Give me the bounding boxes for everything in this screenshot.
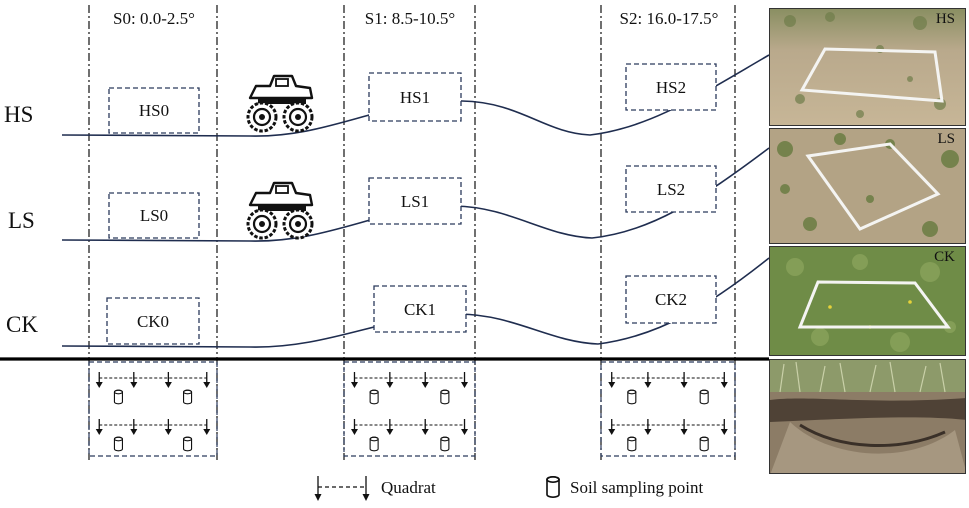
- quadrat-arrow-icon: [95, 371, 104, 389]
- soil-core-icon: [627, 436, 637, 452]
- soil-core-icon: [113, 436, 123, 452]
- quadrat-arrow-icon: [202, 418, 211, 436]
- plot-label-hs2: HS2: [656, 78, 686, 97]
- photo-hs-site: HS: [769, 8, 966, 126]
- plot-label-ck0: CK0: [137, 312, 169, 331]
- photo-hs-image: [770, 9, 965, 125]
- quadrat-arrow-icon: [314, 476, 370, 501]
- quadrat-arrow-icon: [350, 418, 359, 436]
- quadrat-arrow-icon: [643, 371, 653, 389]
- slope-label-s0: S0: 0.0-2.5°: [113, 9, 195, 28]
- treatment-label-ck: CK: [6, 312, 38, 337]
- sampling-layouts: [88, 361, 736, 457]
- quadrat-arrow-icon: [385, 418, 395, 436]
- legend-soil-label: Soil sampling point: [570, 478, 703, 497]
- plot-label-hs0: HS0: [139, 101, 169, 120]
- plot-label-ls2: LS2: [657, 180, 685, 199]
- soil-core-icon: [546, 475, 560, 499]
- sampling-box-s0: [88, 361, 218, 457]
- quadrat-arrow-icon: [460, 371, 469, 389]
- soil-core-icon: [699, 389, 709, 405]
- quadrat-arrow-icon: [679, 418, 689, 436]
- plot-label-hs1: HS1: [400, 88, 430, 107]
- quadrat-arrow-icon: [129, 418, 138, 436]
- photo-ls-image: [770, 129, 965, 243]
- quadrat-arrow-icon: [350, 371, 359, 389]
- legend-quadrat-label: Quadrat: [381, 478, 436, 497]
- plot-label-ls1: LS1: [401, 192, 429, 211]
- plot-ls2: [625, 165, 717, 213]
- quadrat-arrow-icon: [164, 371, 173, 389]
- quadrat-arrow-icon: [202, 371, 211, 389]
- slope-label-s1: S1: 8.5-10.5°: [365, 9, 455, 28]
- quadrat-arrow-icon: [129, 371, 138, 389]
- soil-core-icon: [699, 436, 709, 452]
- quadrat-arrow-icon: [679, 371, 689, 389]
- quadrat-arrow-icon: [607, 371, 616, 389]
- slope-label-s2: S2: 16.0-17.5°: [620, 9, 719, 28]
- soil-core-icon: [369, 436, 379, 452]
- plot-label-ls0: LS0: [140, 206, 168, 225]
- plots: [106, 63, 717, 345]
- quadrat-arrow-icon: [95, 418, 104, 436]
- photo-ck-site: CK: [769, 246, 966, 356]
- plot-ls1: [368, 177, 462, 225]
- photo-tag-ck: CK: [934, 249, 955, 265]
- soil-core-icon: [183, 436, 193, 452]
- monster-truck-icon: [246, 181, 314, 240]
- quadrat-arrow-icon: [421, 418, 430, 436]
- plot-ck0: [106, 297, 200, 345]
- plot-ls0: [108, 192, 200, 239]
- quadrat-arrow-icon: [643, 418, 653, 436]
- plot-label-ck1: CK1: [404, 300, 436, 319]
- soil-core-icon: [627, 389, 637, 405]
- quadrat-arrow-icon: [607, 418, 616, 436]
- photo-ls-site: LS: [769, 128, 966, 244]
- soil-core-icon: [440, 389, 450, 405]
- plot-ck2: [625, 275, 717, 324]
- soil-core-icon: [113, 389, 123, 405]
- quadrat-arrow-icon: [460, 418, 469, 436]
- quadrat-arrow-icon: [720, 418, 729, 436]
- photo-soil-image: [770, 360, 965, 473]
- slope-column-lines: [88, 5, 736, 460]
- soil-core-icon: [440, 436, 450, 452]
- quadrat-arrow-icon: [720, 371, 729, 389]
- quadrat-arrow-icon: [385, 371, 395, 389]
- treatment-label-hs: HS: [4, 102, 33, 127]
- soil-core-icon: [183, 389, 193, 405]
- quadrat-arrow-icon: [421, 371, 430, 389]
- photo-tag-ls: LS: [937, 131, 955, 147]
- plot-label-ck2: CK2: [655, 290, 687, 309]
- photo-soil-profile: [769, 359, 966, 474]
- plot-hs1: [368, 72, 462, 122]
- sampling-box-s2: [600, 361, 736, 457]
- photo-tag-hs: HS: [935, 11, 955, 27]
- soil-core-icon: [369, 389, 379, 405]
- plot-hs0: [108, 87, 200, 134]
- plot-ck1: [373, 285, 467, 333]
- legend: Quadrat Soil sampling point: [314, 475, 703, 501]
- monster-truck-icon: [246, 74, 314, 133]
- photo-ck-image: [770, 247, 965, 355]
- plot-hs2: [625, 63, 717, 111]
- sampling-box-s1: [343, 361, 476, 457]
- treatment-label-ls: LS: [8, 208, 35, 233]
- quadrat-arrow-icon: [164, 418, 173, 436]
